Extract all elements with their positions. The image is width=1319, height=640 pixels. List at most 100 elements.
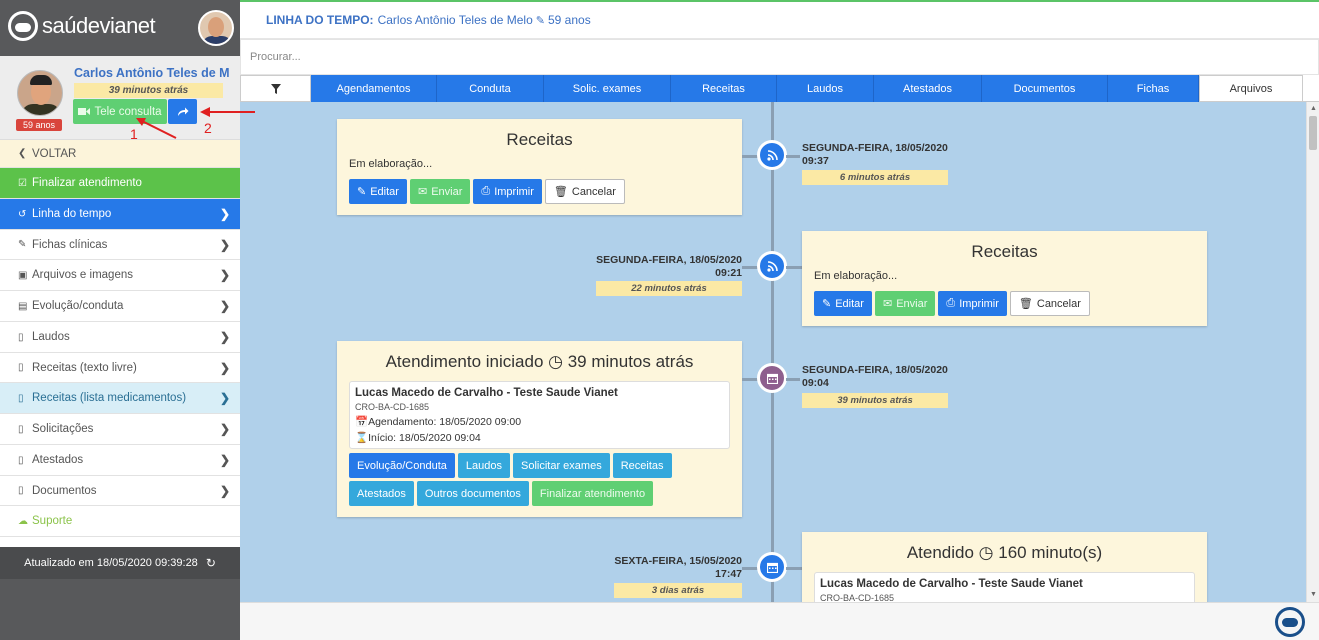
tab-receitas[interactable]: Receitas xyxy=(671,75,777,102)
pencil-icon[interactable]: ✎ xyxy=(535,14,545,27)
sidebar-footer: Atualizado em 18/05/2020 09:39:28 ↻ xyxy=(0,547,240,640)
sidebar-item-laudos[interactable]: ▯Laudos❯ xyxy=(0,322,240,353)
timeline-card-receitas-2: Receitas Em elaboração... ✎Editar ✉Envia… xyxy=(802,231,1207,326)
finalizar-atendimento-button[interactable]: Finalizar atendimento xyxy=(531,481,654,506)
entry-day: SEGUNDA-FEIRA, 18/05/2020 xyxy=(802,142,948,154)
doctor-name: Lucas Macedo de Carvalho - Teste Saude V… xyxy=(820,578,1083,590)
scroll-up-icon[interactable]: ▲ xyxy=(1310,105,1317,112)
user-avatar[interactable] xyxy=(198,10,234,46)
tab-conduta[interactable]: Conduta xyxy=(437,75,544,102)
chevron-right-icon: ❯ xyxy=(220,422,231,436)
sidebar-item-finalizar-atendimento[interactable]: ☑Finalizar atendimento xyxy=(0,168,240,199)
entry-time-ago: 3 dias atrás xyxy=(614,583,742,598)
patient-time-ago: 39 minutos atrás xyxy=(74,83,223,98)
pencil-icon: ✎ xyxy=(822,298,832,310)
doctor-info: Lucas Macedo de Carvalho - Teste Saude V… xyxy=(814,572,1195,602)
tab-laudos[interactable]: Laudos xyxy=(777,75,874,102)
doctor-info: Lucas Macedo de Carvalho - Teste Saude V… xyxy=(349,381,730,449)
sidebar-item-evolu-o-conduta[interactable]: ▤Evolução/conduta❯ xyxy=(0,291,240,322)
logo[interactable]: saúdevianet xyxy=(8,11,156,41)
chevron-right-icon: ❯ xyxy=(220,299,231,313)
vertical-scrollbar[interactable]: ▲ ▼ xyxy=(1306,102,1319,602)
doctor-name: Lucas Macedo de Carvalho - Teste Saude V… xyxy=(355,387,618,399)
sidebar-item-arquivos-e-imagens[interactable]: ▣Arquivos e imagens❯ xyxy=(0,260,240,291)
sidebar-item-suporte[interactable]: ☁Suporte xyxy=(0,506,240,537)
calendar-icon xyxy=(757,552,787,582)
back-button[interactable]: ❮ VOLTAR xyxy=(0,140,240,168)
file-icon: ▯ xyxy=(18,423,24,435)
chevron-right-icon: ❯ xyxy=(220,237,231,252)
tab-documentos[interactable]: Documentos xyxy=(982,75,1108,102)
printer-icon: ⎙ xyxy=(946,297,956,309)
sidebar-item-atestados[interactable]: ▯Atestados❯ xyxy=(0,445,240,476)
chevron-right-icon: ❯ xyxy=(220,360,231,375)
tab-fichas[interactable]: Fichas xyxy=(1108,75,1199,102)
tab-agendamentos[interactable]: Agendamentos xyxy=(311,75,437,102)
sidebar-item-receitas-texto-livre-[interactable]: ▯Receitas (texto livre)❯ xyxy=(0,353,240,383)
sidebar-item-receitas-lista-medicamentos-[interactable]: ▯Receitas (lista medicamentos)❯ xyxy=(0,383,240,414)
send-button[interactable]: ✉Enviar xyxy=(409,179,471,204)
card-title: Receitas xyxy=(971,242,1038,261)
entry-time: 17:47 xyxy=(715,568,742,580)
share-arrow-icon xyxy=(177,107,188,116)
sidebar-item-label: Laudos xyxy=(32,331,70,343)
sidebar-item-solicita-es[interactable]: ▯Solicitações❯ xyxy=(0,414,240,445)
sidebar-item-label: Receitas (lista medicamentos) xyxy=(32,392,187,404)
tab-solic-exames[interactable]: Solic. exames xyxy=(544,75,671,102)
edit-icon: ✎ xyxy=(18,239,27,250)
edit-button[interactable]: ✎Editar xyxy=(814,291,872,316)
file-icon: ▯ xyxy=(18,485,24,496)
print-button[interactable]: ⎙Imprimir xyxy=(938,291,1007,316)
doctor-cro: CRO-BA-CD-1685 xyxy=(820,593,895,602)
logo-cloud-icon xyxy=(8,11,38,41)
tab-atestados[interactable]: Atestados xyxy=(874,75,982,102)
send-button[interactable]: ✉Enviar xyxy=(874,291,936,316)
cancel-button[interactable]: 🗑Cancelar xyxy=(1009,291,1090,316)
tele-consulta-label: Tele consulta xyxy=(94,105,162,118)
header-label: LINHA DO TEMPO: xyxy=(266,13,374,27)
scroll-down-icon[interactable]: ▼ xyxy=(1310,591,1317,598)
clock-icon: ◷ xyxy=(548,352,563,371)
tele-consulta-button[interactable]: Tele consulta xyxy=(73,99,167,124)
sidebar-item-label: Arquivos e imagens xyxy=(32,269,133,281)
entry-time-ago: 22 minutos atrás xyxy=(596,281,742,296)
chevron-right-icon: ❯ xyxy=(220,391,231,405)
header-age: 59 anos xyxy=(547,13,591,27)
entry-time: 09:04 xyxy=(802,377,829,389)
cancel-button[interactable]: 🗑Cancelar xyxy=(544,179,625,204)
chat-cloud-icon[interactable] xyxy=(1275,607,1305,637)
calendar-icon: 📅 xyxy=(355,416,369,428)
outros-documentos-button[interactable]: Outros documentos xyxy=(416,481,529,506)
entry-day: SEGUNDA-FEIRA, 18/05/2020 xyxy=(802,364,948,376)
filter-tab[interactable] xyxy=(240,75,311,102)
sidebar-item-fichas-cl-nicas[interactable]: ✎Fichas clínicas❯ xyxy=(0,230,240,260)
evolucao-conduta-button[interactable]: Evolução/Conduta xyxy=(349,453,455,478)
edit-button[interactable]: ✎Editar xyxy=(349,179,407,204)
timeline-connector xyxy=(786,378,800,381)
solicitar-exames-button[interactable]: Solicitar exames xyxy=(513,453,610,478)
entry-day: SEXTA-FEIRA, 15/05/2020 xyxy=(614,555,742,567)
search-input[interactable]: Procurar... xyxy=(240,39,1319,75)
logo-bar: saúdevianet xyxy=(0,0,240,56)
share-button[interactable] xyxy=(168,99,197,124)
laudos-button[interactable]: Laudos xyxy=(457,453,510,478)
trash-icon: 🗑 xyxy=(1018,298,1033,310)
patient-avatar xyxy=(17,70,63,116)
print-button[interactable]: ⎙Imprimir xyxy=(473,179,542,204)
main-area: LINHA DO TEMPO: Carlos Antônio Teles de … xyxy=(240,0,1319,640)
refresh-icon[interactable]: ↻ xyxy=(205,556,216,570)
atestados-button[interactable]: Atestados xyxy=(349,481,414,506)
card-title-suffix: 39 minutos atrás xyxy=(567,352,694,371)
sidebar-item-documentos[interactable]: ▯Documentos❯ xyxy=(0,476,240,506)
sidebar-item-label: Finalizar atendimento xyxy=(32,177,142,189)
sidebar-item-linha-do-tempo[interactable]: ↺Linha do tempo❯ xyxy=(0,199,240,230)
age-badge: 59 anos xyxy=(16,119,62,131)
tab-arquivos[interactable]: Arquivos xyxy=(1199,75,1303,102)
receitas-button[interactable]: Receitas xyxy=(612,453,672,478)
scroll-thumb[interactable] xyxy=(1309,116,1317,150)
sidebar-item-label: Documentos xyxy=(32,484,97,497)
cancel-label: Cancelar xyxy=(1036,297,1081,310)
